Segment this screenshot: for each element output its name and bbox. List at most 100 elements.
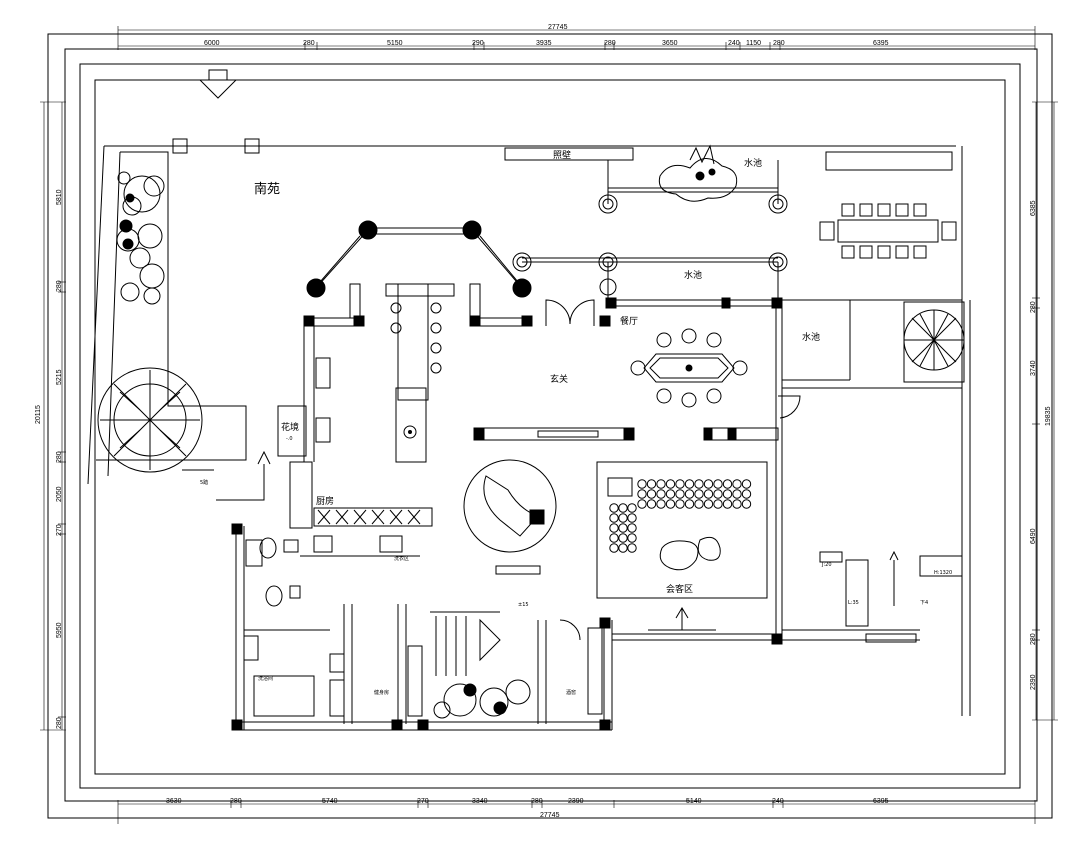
wine-cellar-area [537, 619, 603, 724]
dim-left-seg-4: 2050 [56, 486, 63, 502]
dim-left-ticks [40, 101, 66, 731]
kitchen-label: 厨房 [316, 495, 334, 507]
reception-seat [627, 513, 637, 523]
dim-right-seg-0: 6385 [1030, 200, 1037, 216]
screen-wall-label: 照壁 [553, 149, 571, 161]
note-c: H:1320 [934, 570, 952, 576]
dim-top-seg-9: 280 [773, 40, 785, 47]
dim-top-seg-6: 3650 [662, 40, 678, 47]
dim-left-seg-2: 5215 [56, 369, 63, 385]
dim-bottom-total: 27745 [540, 812, 560, 819]
dim-top-seg-1: 280 [303, 40, 315, 47]
reception-seat [732, 479, 742, 489]
reception-seat [722, 489, 733, 499]
stair-area [430, 611, 501, 676]
flower-bed-level: -.0 [286, 436, 293, 442]
reception-seat [609, 533, 619, 543]
wine-cellar-label: 酒窖 [566, 689, 576, 696]
reception-seat [675, 499, 685, 509]
reception-seat [703, 489, 714, 499]
reception-seat [656, 479, 666, 489]
reception-seat [656, 499, 666, 509]
dim-bottom-seg-9: 6395 [873, 798, 889, 805]
reception-seat [618, 503, 628, 513]
dim-left-seg-7: 280 [56, 717, 63, 729]
east-door [778, 395, 801, 419]
reception-seat [684, 489, 695, 499]
gym-area [329, 604, 423, 724]
dim-top-seg-10: 6395 [873, 40, 889, 47]
reception-seat [694, 489, 704, 499]
reception-seat [637, 479, 647, 489]
dim-bottom-seg-1: 280 [230, 798, 242, 805]
dim-bottom-seg-7: 5140 [686, 798, 702, 805]
reception-seat [618, 513, 628, 523]
flower-bed [277, 405, 307, 457]
dim-top-seg-3: 290 [472, 40, 484, 47]
dim-top-seg-5: 280 [604, 40, 616, 47]
reception-seat [675, 489, 685, 499]
reception-seat [627, 543, 637, 553]
bathroom-area [243, 537, 330, 717]
reception-seat [713, 499, 723, 509]
piano-icon [463, 459, 557, 553]
bar-counter [349, 283, 481, 463]
reception-seat [713, 489, 723, 499]
reception-seat [618, 523, 628, 533]
reception-seat [684, 479, 695, 489]
side-cabinet [495, 565, 541, 575]
screen-wall [504, 147, 634, 161]
reception-seat [694, 479, 704, 489]
foyer-label: 玄关 [550, 373, 568, 385]
reception-seat [713, 479, 723, 489]
reception-seat [637, 499, 647, 509]
kitchen-area [289, 357, 433, 529]
pool-top-label: 水池 [744, 157, 762, 169]
dim-top-total: 27745 [548, 24, 568, 31]
reception-seat [627, 523, 637, 533]
palm-tree-icon [903, 301, 965, 383]
reception-seat [646, 499, 657, 509]
note-a: J:20 [821, 562, 832, 568]
pool-pavilion [598, 160, 788, 214]
reception-seat [694, 499, 704, 509]
step-marker [216, 450, 271, 501]
reception-seat [627, 533, 637, 543]
dim-right-seg-3: 6490 [1030, 528, 1037, 544]
dim-bottom-seg-8: 240 [772, 798, 784, 805]
dining-table [630, 328, 748, 408]
foyer-partition [473, 427, 779, 441]
reception-seat [722, 479, 733, 489]
dim-left-seg-3: 280 [56, 451, 63, 463]
reception-seat [732, 489, 742, 499]
reception-seat [609, 523, 619, 533]
middle-pool [512, 252, 788, 300]
reception-seat [665, 489, 676, 499]
foyer-pavilion [306, 220, 532, 298]
reception-seat [609, 503, 619, 513]
reception-seat [741, 479, 752, 489]
reception-seat [637, 489, 647, 499]
dim-right-seg-2: 3740 [1030, 360, 1037, 376]
reception-seat [618, 533, 628, 543]
dim-bottom-seg-3: 270 [417, 798, 429, 805]
outdoor-dining-table [819, 151, 957, 259]
dim-left-total: 20115 [35, 405, 42, 424]
dining-label: 餐厅 [620, 315, 638, 327]
dim-right-seg-1: 280 [1030, 301, 1037, 313]
bathroom-label: 洗浴间 [258, 675, 273, 682]
dim-bottom-seg-4: 3340 [472, 798, 488, 805]
laundry-area [300, 535, 420, 557]
building-walls [231, 146, 971, 731]
reception-seat [665, 499, 676, 509]
dim-bottom-seg-0: 3630 [166, 798, 182, 805]
dim-right-ticks [1032, 101, 1058, 721]
south-garden-label: 南苑 [254, 181, 280, 197]
reception-seat [665, 479, 676, 489]
dim-bottom-seg-5: 280 [531, 798, 543, 805]
note-b: L:35 [848, 600, 859, 606]
inner-boundary [79, 63, 1021, 789]
gym-label: 健身房 [374, 689, 389, 696]
main-door [545, 299, 595, 326]
dim-left-seg-1: 280 [56, 280, 63, 292]
